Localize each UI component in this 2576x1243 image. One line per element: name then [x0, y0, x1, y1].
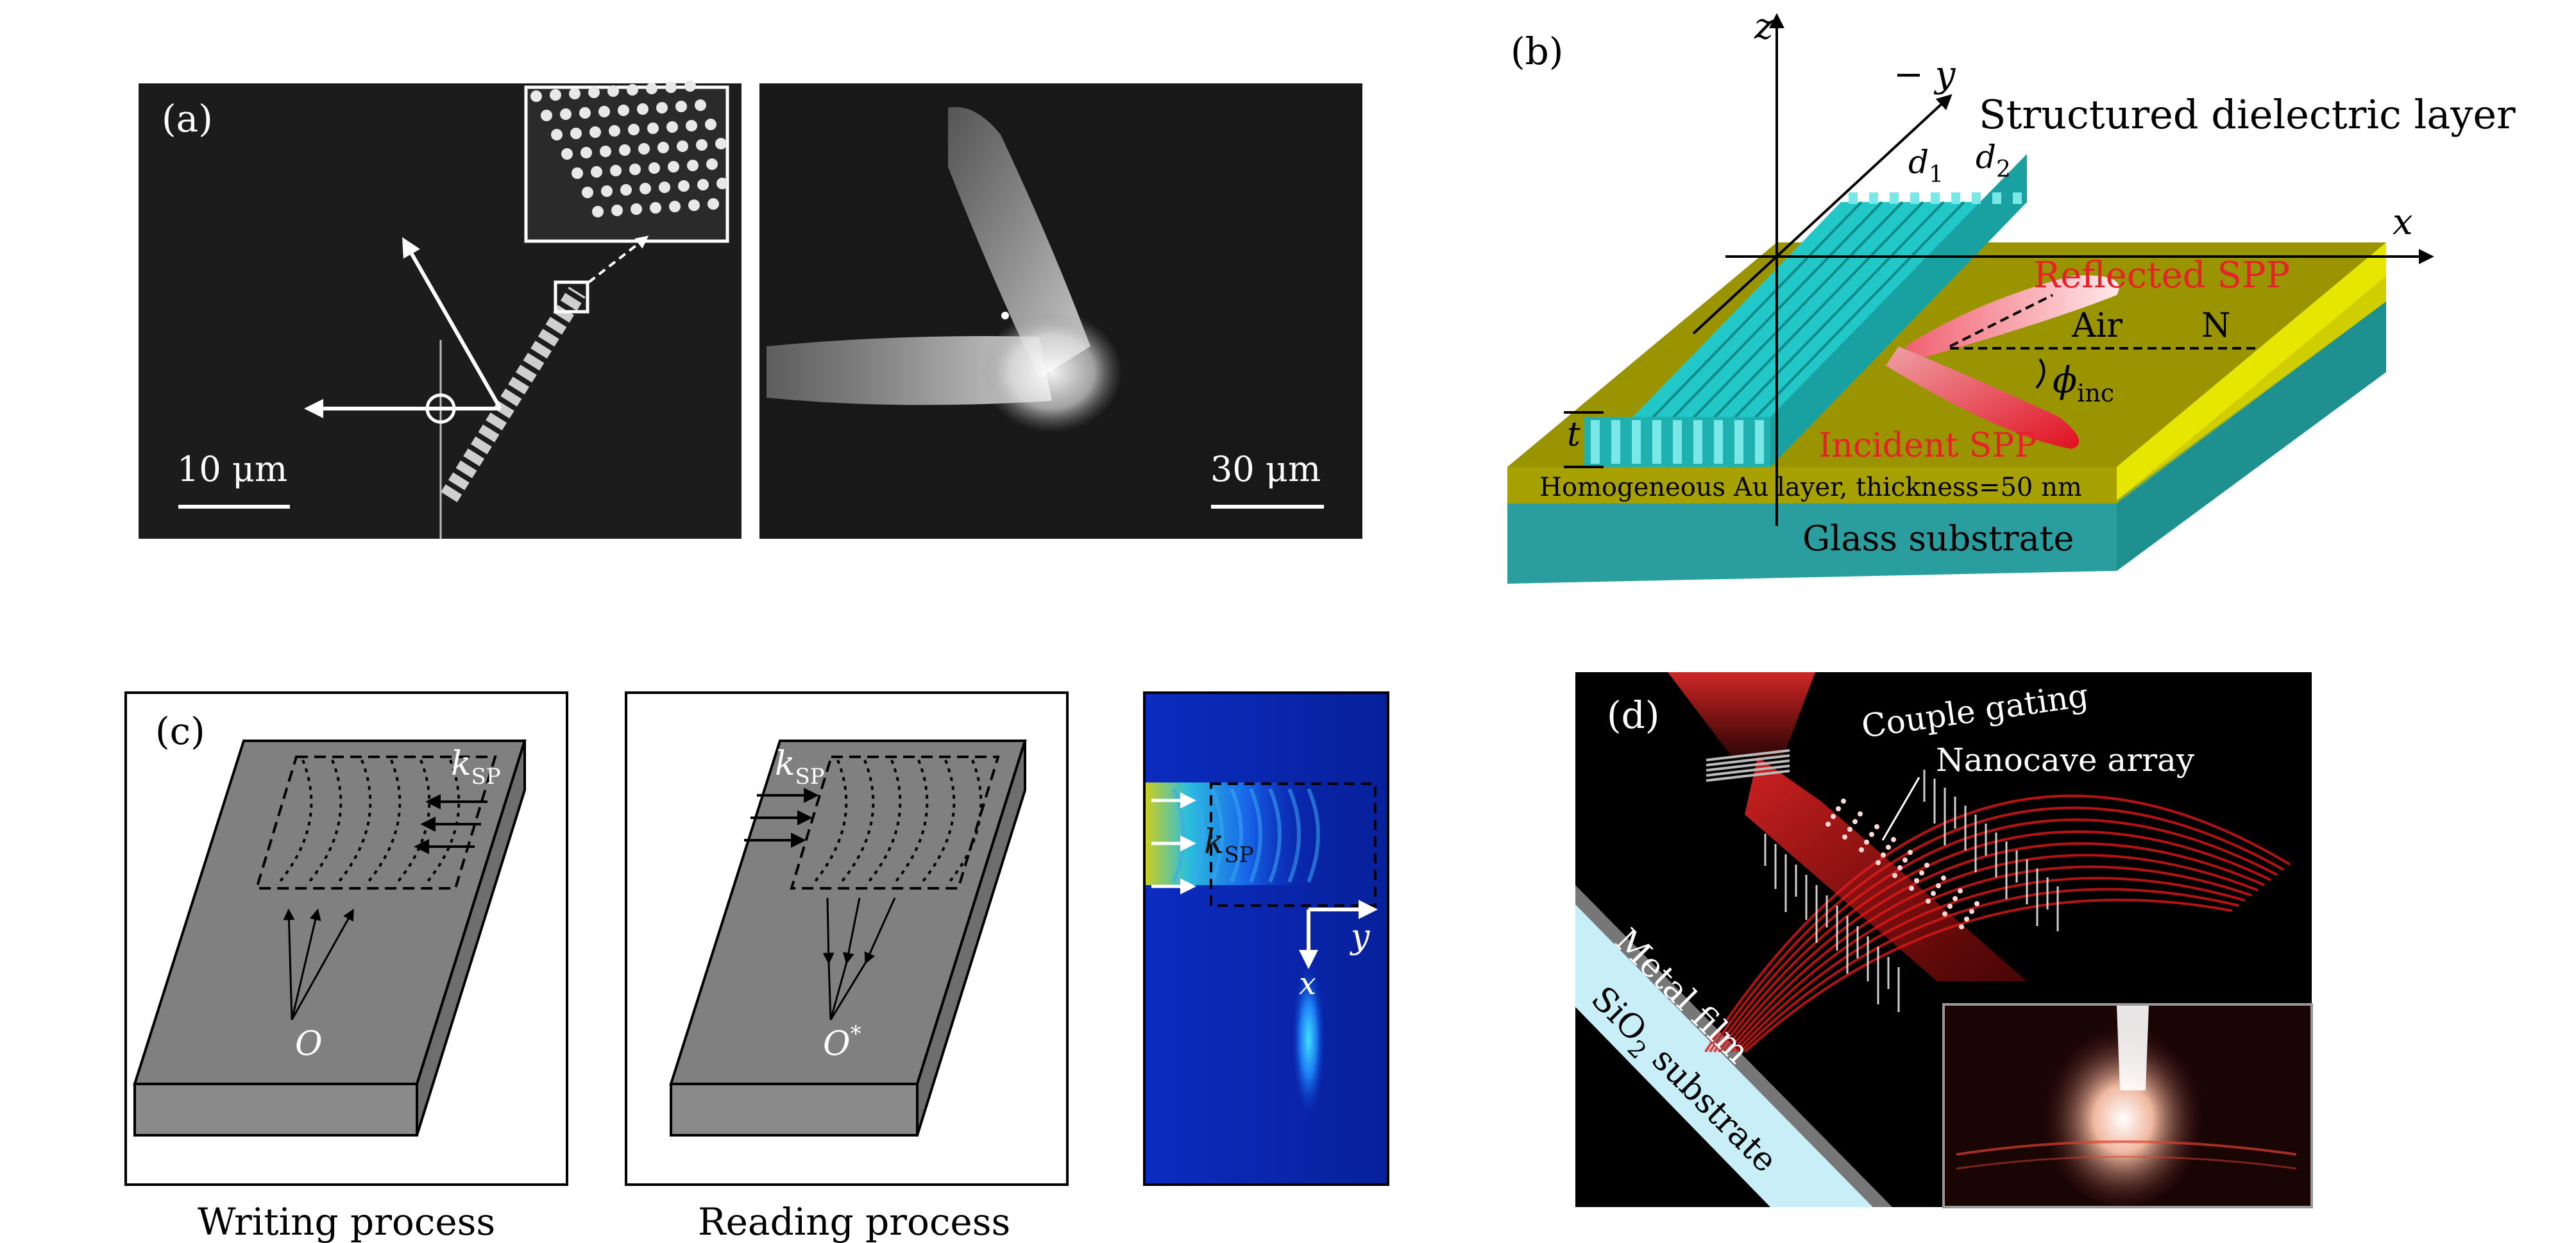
couple-grating [1706, 749, 1790, 782]
write-k-sp-label: kSP [451, 745, 501, 790]
panel-c: (c) kSP O Writing process [124, 691, 1389, 1243]
v-shaped-emission [767, 106, 1123, 433]
spp-wavefronts [1704, 794, 2291, 1053]
dielectric-grating-side [1770, 154, 2027, 467]
inset-lattice [524, 80, 729, 243]
panel-b: (b) z − y x Structured dielectric layer … [1507, 6, 2516, 584]
field-map: kSP y x [1143, 691, 1389, 1186]
reading-caption: Reading process [698, 1200, 1010, 1243]
diagonal-arrow [402, 237, 502, 410]
d2-label: d2 [1976, 139, 2011, 183]
right-scale-label: 30 μm [1210, 449, 1321, 489]
gold-layer-right-edge [2117, 242, 2386, 500]
nanocave-array-left [1764, 834, 1900, 1012]
panel-d-label: (d) [1607, 693, 1659, 737]
incident-laser-beam [1668, 672, 1815, 757]
zoom-box [554, 280, 589, 314]
panel-a-label: (a) [162, 97, 213, 140]
axis-z-label: z [1754, 6, 1774, 47]
structured-layer-label: Structured dielectric layer [1979, 91, 2516, 138]
read-k-sp-label: kSP [775, 745, 825, 790]
normal-label: N [2201, 307, 2231, 345]
d1-label: d1 [1908, 144, 1944, 188]
nanocaves [1826, 799, 1979, 929]
thickness-t-label: t [1567, 416, 1580, 454]
incident-spp-beam [1886, 346, 2080, 449]
panel-d-inset [1942, 1003, 2313, 1208]
metal-film [1575, 885, 1892, 1207]
field-y-label: y [1350, 918, 1370, 956]
air-label: Air [2071, 307, 2123, 345]
angle-arc [2035, 358, 2046, 389]
write-origin-label: O [295, 1025, 323, 1063]
fiber-rod [441, 287, 586, 502]
axis-neg-y-label: − y [1894, 54, 1956, 96]
axis-x-label: x [2393, 201, 2413, 243]
incident-spp-label: Incident SPP [1818, 427, 2037, 465]
field-x-label: x [1299, 966, 1316, 1002]
nanocave-array-label: Nanocave array [1936, 741, 2195, 779]
au-layer-label: Homogeneous Au layer, thickness=50 nm [1539, 473, 2082, 502]
reflected-spp-beam [1905, 275, 2119, 359]
nanocave-array-right [1923, 770, 2059, 931]
reading-slab: kSP O* [669, 740, 1027, 1137]
panel-b-label: (b) [1511, 30, 1563, 73]
glass-substrate-label: Glass substrate [1802, 518, 2074, 559]
neg-y-axis [1692, 94, 1953, 335]
focused-spp-ray [1745, 757, 2027, 981]
nanocave-pointer [1881, 777, 1920, 841]
left-scale-label: 10 μm [177, 449, 287, 489]
read-origin-label: O* [823, 1021, 861, 1063]
reflected-spp-label: Reflected SPP [2033, 255, 2290, 296]
writing-slab: kSP O [133, 740, 527, 1137]
panel-d: (d) Couple gating Nanocave array Metal f… [1575, 672, 2313, 1208]
panel-a: (a) 10 μm 30 μm [139, 80, 1362, 539]
phi-inc-label: ϕinc [2053, 360, 2114, 407]
field-k-sp-label: kSP [1204, 823, 1254, 868]
gold-layer-front [1507, 467, 2117, 503]
writing-caption: Writing process [198, 1200, 495, 1243]
panel-c-label: (c) [155, 709, 205, 753]
